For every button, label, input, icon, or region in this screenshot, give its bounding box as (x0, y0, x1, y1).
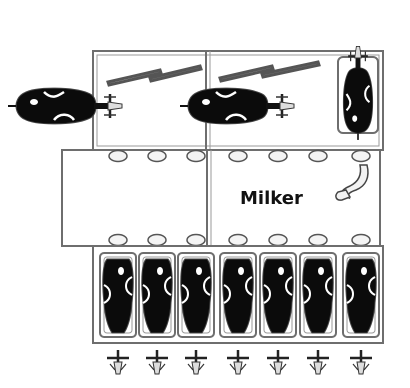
waiting-cow-right (342, 45, 374, 141)
cow-head-icon (144, 348, 170, 376)
milking-cup-icon (147, 149, 167, 163)
milking-cow-icon (344, 258, 378, 334)
waiting-cow-middle (178, 86, 296, 126)
milking-cup-icon (308, 233, 328, 247)
milking-cup-icon (351, 233, 371, 247)
milking-cow-icon (140, 258, 174, 334)
milking-cow-icon (261, 258, 295, 334)
milker-pit: Milker (61, 149, 381, 247)
milker-pit-wall (61, 149, 381, 247)
milking-cow-icon (179, 258, 213, 334)
waiting-cow-left (6, 86, 124, 126)
milking-cup-icon (228, 149, 248, 163)
sort-gate-icon (106, 60, 321, 87)
milking-cow-icon (221, 258, 255, 334)
cow-head-icon (305, 348, 331, 376)
cow-head-icon (183, 348, 209, 376)
milking-cup-icon (228, 233, 248, 247)
cow-head-icon (105, 348, 131, 376)
milking-hose-icon (335, 164, 369, 201)
cow-heads-bottom-row (105, 348, 374, 376)
milking-cup-icon (308, 149, 328, 163)
milking-cup-icon (351, 149, 371, 163)
milking-cup-icon (186, 233, 206, 247)
milking-cow-icon (101, 258, 135, 334)
milking-cup-icon (268, 149, 288, 163)
milking-cup-icon (186, 149, 206, 163)
milker-label: Milker (240, 188, 303, 209)
milking-cup-icon (268, 233, 288, 247)
cow-head-icon (348, 348, 374, 376)
parlour-stalls (99, 252, 380, 338)
milking-cup-icon (147, 233, 167, 247)
parlour-outer-wall (92, 245, 384, 344)
parlour (92, 245, 384, 376)
milking-cup-icon (108, 233, 128, 247)
cow-head-icon (265, 348, 291, 376)
milking-cow-icon (301, 258, 335, 334)
cow-head-icon (225, 348, 251, 376)
milking-cup-icon (108, 149, 128, 163)
